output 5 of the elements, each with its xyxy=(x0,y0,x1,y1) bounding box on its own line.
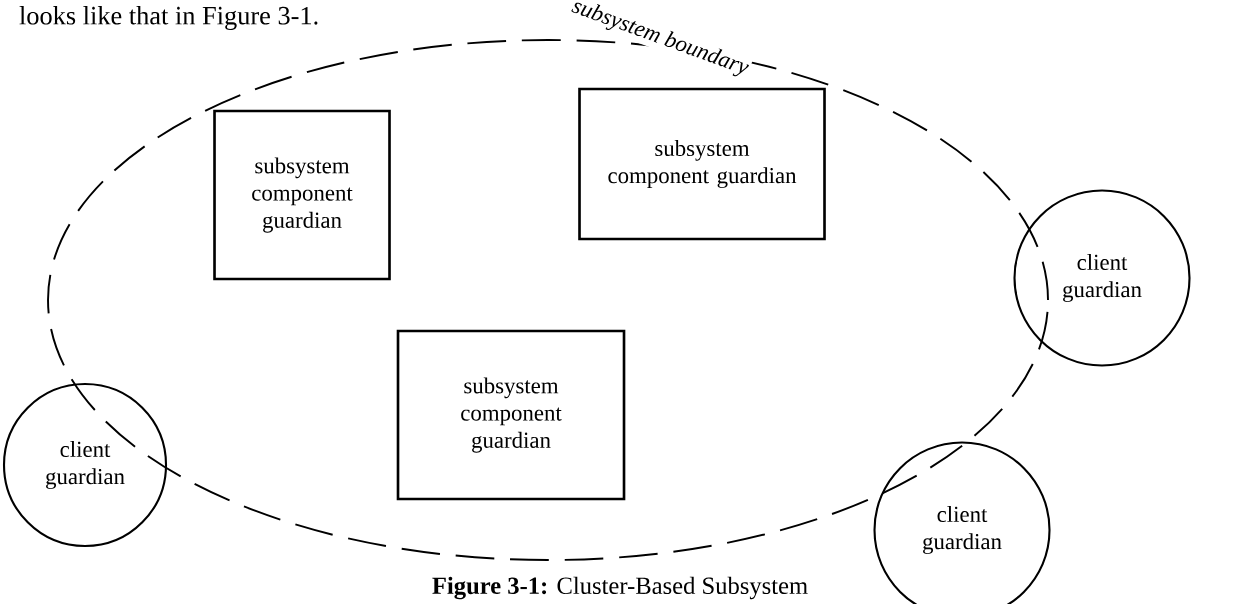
body-text: looks like that in Figure 3-1. xyxy=(19,6,318,30)
figure-caption: Figure 3-1: Cluster-Based Subsystem xyxy=(432,576,808,600)
component-box: subsystem component guardian xyxy=(578,87,826,241)
component-box: subsystem component guardian xyxy=(396,329,626,501)
component-box: subsystem component guardian xyxy=(213,109,391,281)
